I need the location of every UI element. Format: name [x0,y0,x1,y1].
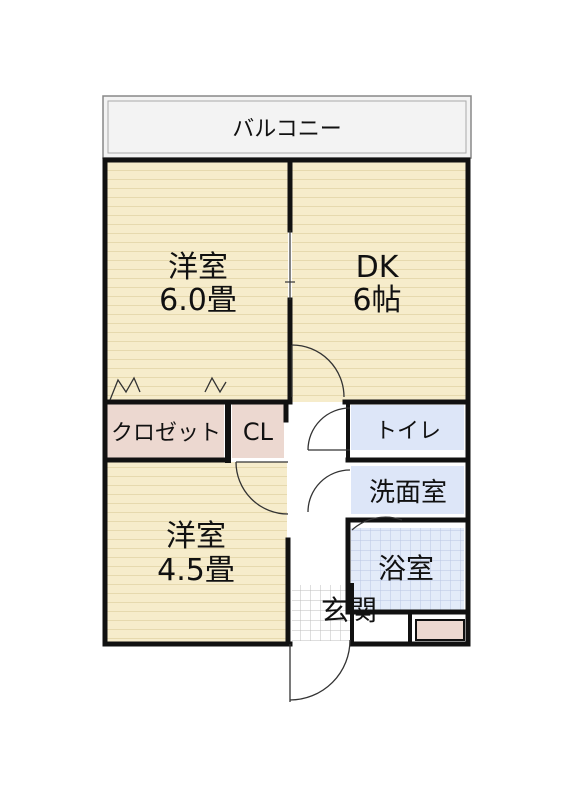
washroom-label: 洗面室 [369,478,447,508]
western-room-2: 洋室 4.5畳 [107,462,287,642]
balcony: バルコニー [102,95,472,159]
bathroom-label: 浴室 [378,552,434,585]
shoe-storage [415,619,465,641]
closet: クロゼット [107,404,224,458]
western-room-1: 洋室 6.0畳 [107,162,288,402]
western-room-1-name: 洋室 [168,250,228,285]
western-room-2-size: 4.5畳 [157,553,235,588]
dk-room: DK 6帖 [292,162,466,402]
dk-name: DK [356,250,400,285]
bathroom: 浴室 [351,528,464,610]
closet-label: クロゼット [111,421,221,446]
cl-closet: CL [232,404,284,458]
door-swings [109,230,403,702]
walls [102,157,471,647]
balcony-label: バルコニー [232,117,342,142]
toilet: トイレ [351,405,464,450]
western-room-1-size: 6.0畳 [159,283,237,318]
washroom: 洗面室 [351,466,464,514]
toilet-label: トイレ [375,419,441,444]
western-room-2-name: 洋室 [166,519,226,554]
hallway [288,402,348,584]
cl-label: CL [243,418,274,446]
dk-size: 6帖 [352,283,401,318]
